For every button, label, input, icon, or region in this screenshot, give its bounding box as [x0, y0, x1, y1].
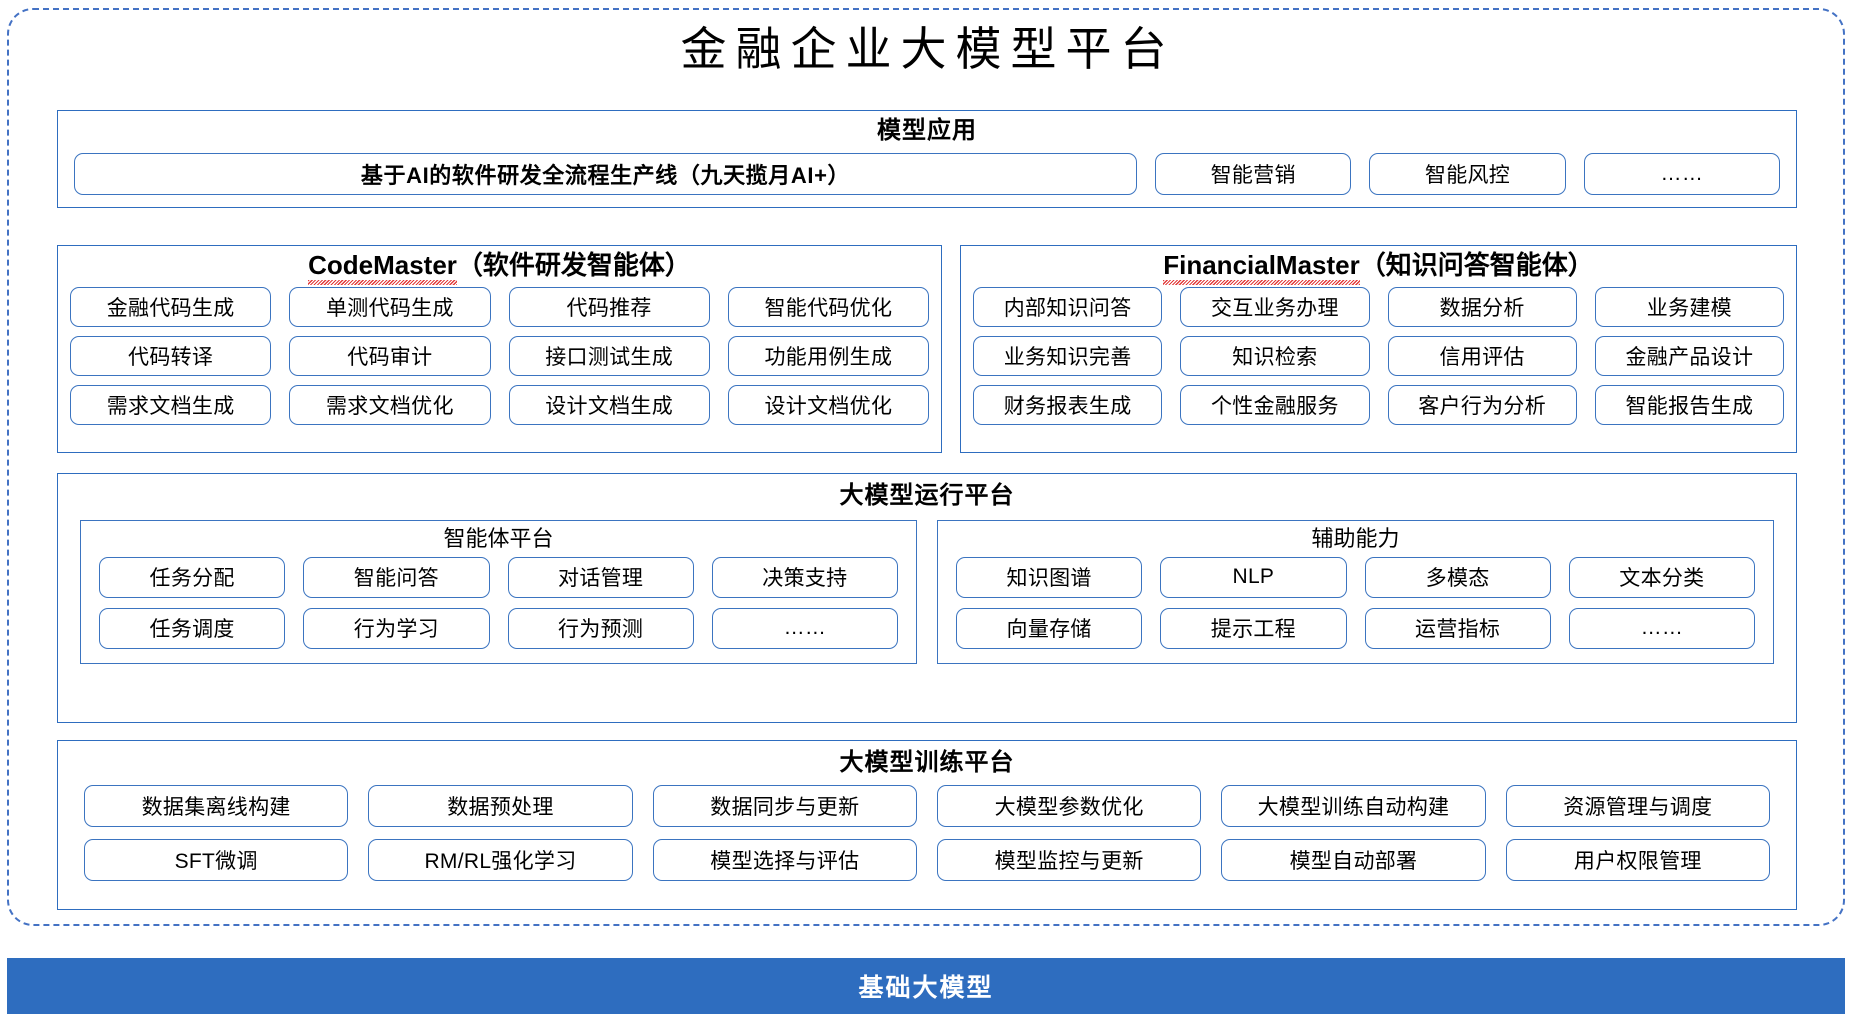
- code-master-item[interactable]: 智能代码优化: [727, 287, 929, 328]
- training-platform-item[interactable]: 数据同步与更新: [652, 784, 917, 827]
- financial-master-item[interactable]: 交互业务办理: [1180, 287, 1370, 328]
- auxiliary-capability-item[interactable]: 向量存储: [956, 607, 1143, 649]
- financial-master-item[interactable]: 信用评估: [1387, 336, 1577, 377]
- training-platform-item[interactable]: 数据预处理: [368, 784, 633, 827]
- agent-platform-item[interactable]: 行为学习: [303, 607, 490, 649]
- agent-platform-item[interactable]: 任务分配: [99, 556, 286, 598]
- training-platform-item[interactable]: 模型监控与更新: [936, 838, 1202, 881]
- app-item-ai-pipeline[interactable]: 基于AI的软件研发全流程生产线（九天揽月AI+）: [74, 152, 1137, 195]
- financial-master-row: 内部知识问答 交互业务办理 数据分析 业务建模: [973, 287, 1784, 328]
- code-master-item[interactable]: 设计文档优化: [727, 385, 929, 426]
- section-training-platform: 大模型训练平台 数据集离线构建 数据预处理 数据同步与更新 大模型参数优化 大模…: [57, 740, 1797, 910]
- diagram-outer-frame: [7, 8, 1845, 926]
- subsection-title-agent-platform: 智能体平台: [443, 525, 554, 551]
- app-item-smart-marketing[interactable]: 智能营销: [1155, 152, 1352, 195]
- code-master-grid: 金融代码生成 单测代码生成 代码推荐 智能代码优化 代码转译 代码审计 接口测试…: [70, 287, 929, 426]
- auxiliary-capability-item[interactable]: NLP: [1160, 556, 1347, 598]
- app-item-more[interactable]: ……: [1583, 152, 1780, 195]
- agent-platform-item[interactable]: 任务调度: [99, 607, 286, 649]
- financial-master-name-misspelled: FinancialMaster: [1163, 250, 1360, 286]
- code-master-name-misspelled: CodeMaster: [308, 250, 457, 286]
- financial-master-item[interactable]: 业务知识完善: [973, 336, 1163, 377]
- code-master-suffix: （软件研发智能体）: [456, 250, 691, 280]
- section-model-application: 模型应用 基于AI的软件研发全流程生产线（九天揽月AI+） 智能营销 智能风控 …: [57, 110, 1797, 208]
- app-item-smart-risk-control[interactable]: 智能风控: [1369, 152, 1566, 195]
- section-title-runtime-platform: 大模型运行平台: [839, 482, 1015, 509]
- financial-master-grid: 内部知识问答 交互业务办理 数据分析 业务建模 业务知识完善 知识检索 信用评估…: [973, 287, 1784, 426]
- auxiliary-capability-row: 知识图谱 NLP 多模态 文本分类: [956, 556, 1755, 598]
- section-title-model-application: 模型应用: [877, 117, 977, 144]
- section-runtime-platform: 大模型运行平台 智能体平台 任务分配 智能问答 对话管理 决策支持 任务调度 行…: [57, 473, 1797, 723]
- model-application-items: 基于AI的软件研发全流程生产线（九天揽月AI+） 智能营销 智能风控 ……: [74, 152, 1780, 195]
- spellcheck-squiggle-icon: [1163, 280, 1360, 286]
- training-platform-item[interactable]: 用户权限管理: [1505, 838, 1770, 881]
- training-platform-item[interactable]: SFT微调: [84, 838, 349, 881]
- agent-platform-item[interactable]: 决策支持: [711, 556, 898, 598]
- financial-master-item[interactable]: 内部知识问答: [973, 287, 1163, 328]
- training-platform-grid: 数据集离线构建 数据预处理 数据同步与更新 大模型参数优化 大模型训练自动构建 …: [84, 784, 1770, 881]
- training-platform-row: SFT微调 RM/RL强化学习 模型选择与评估 模型监控与更新 模型自动部署 用…: [84, 838, 1770, 881]
- auxiliary-capability-item[interactable]: 提示工程: [1160, 607, 1347, 649]
- code-master-row: 需求文档生成 需求文档优化 设计文档生成 设计文档优化: [70, 385, 929, 426]
- training-platform-item[interactable]: 资源管理与调度: [1505, 784, 1770, 827]
- code-master-item[interactable]: 需求文档生成: [70, 385, 272, 426]
- code-master-item[interactable]: 代码转译: [70, 336, 272, 377]
- financial-master-row: 业务知识完善 知识检索 信用评估 金融产品设计: [973, 336, 1784, 377]
- financial-master-suffix: （知识问答智能体）: [1359, 250, 1594, 280]
- financial-master-row: 财务报表生成 个性金融服务 客户行为分析 智能报告生成: [973, 385, 1784, 426]
- agent-platform-grid: 任务分配 智能问答 对话管理 决策支持 任务调度 行为学习 行为预测 ……: [99, 556, 898, 649]
- code-master-item[interactable]: 功能用例生成: [727, 336, 929, 377]
- spellcheck-squiggle-icon: [308, 280, 457, 286]
- subsection-auxiliary-capability: 辅助能力 知识图谱 NLP 多模态 文本分类 向量存储 提示工程 运营指标 ……: [937, 519, 1774, 664]
- code-master-item[interactable]: 接口测试生成: [508, 336, 710, 377]
- code-master-item[interactable]: 金融代码生成: [70, 287, 272, 328]
- code-master-row: 代码转译 代码审计 接口测试生成 功能用例生成: [70, 336, 929, 377]
- subsection-agent-platform: 智能体平台 任务分配 智能问答 对话管理 决策支持 任务调度 行为学习 行为预测…: [80, 519, 917, 664]
- training-platform-item[interactable]: RM/RL强化学习: [368, 838, 633, 881]
- agent-platform-item[interactable]: 智能问答: [303, 556, 490, 598]
- auxiliary-capability-item[interactable]: 运营指标: [1364, 607, 1551, 649]
- auxiliary-capability-item-more[interactable]: ……: [1568, 607, 1755, 649]
- training-platform-item[interactable]: 模型自动部署: [1221, 838, 1486, 881]
- training-platform-item[interactable]: 大模型参数优化: [936, 784, 1202, 827]
- section-financial-master: FinancialMaster（知识问答智能体） 内部知识问答 交互业务办理 数…: [960, 245, 1797, 453]
- agent-platform-row: 任务分配 智能问答 对话管理 决策支持: [99, 556, 898, 598]
- base-model-bar: 基础大模型: [7, 958, 1845, 1014]
- code-master-row: 金融代码生成 单测代码生成 代码推荐 智能代码优化: [70, 287, 929, 328]
- financial-master-item[interactable]: 业务建模: [1594, 287, 1784, 328]
- auxiliary-capability-item[interactable]: 知识图谱: [956, 556, 1143, 598]
- code-master-item[interactable]: 代码审计: [289, 336, 491, 377]
- auxiliary-capability-row: 向量存储 提示工程 运营指标 ……: [956, 607, 1755, 649]
- financial-master-item[interactable]: 财务报表生成: [973, 385, 1163, 426]
- training-platform-item[interactable]: 大模型训练自动构建: [1221, 784, 1486, 827]
- code-master-item[interactable]: 单测代码生成: [289, 287, 491, 328]
- page-title: 金融企业大模型平台: [680, 24, 1176, 75]
- agent-title-code-master: CodeMaster（软件研发智能体）: [58, 250, 941, 286]
- section-title-training-platform: 大模型训练平台: [839, 749, 1015, 776]
- code-master-item[interactable]: 设计文档生成: [508, 385, 710, 426]
- runtime-columns: 智能体平台 任务分配 智能问答 对话管理 决策支持 任务调度 行为学习 行为预测…: [80, 519, 1774, 664]
- agent-title-financial-master: FinancialMaster（知识问答智能体）: [961, 250, 1796, 286]
- code-master-item[interactable]: 需求文档优化: [289, 385, 491, 426]
- base-model-label: 基础大模型: [858, 974, 994, 1002]
- financial-master-item[interactable]: 知识检索: [1180, 336, 1370, 377]
- financial-master-item[interactable]: 智能报告生成: [1594, 385, 1784, 426]
- agent-platform-item-more[interactable]: ……: [711, 607, 898, 649]
- section-code-master: CodeMaster（软件研发智能体） 金融代码生成 单测代码生成 代码推荐 智…: [57, 245, 942, 453]
- training-platform-item[interactable]: 数据集离线构建: [84, 784, 349, 827]
- auxiliary-capability-item[interactable]: 文本分类: [1568, 556, 1755, 598]
- agent-platform-item[interactable]: 对话管理: [507, 556, 694, 598]
- financial-master-item[interactable]: 个性金融服务: [1180, 385, 1370, 426]
- code-master-item[interactable]: 代码推荐: [508, 287, 710, 328]
- financial-master-item[interactable]: 数据分析: [1387, 287, 1577, 328]
- training-platform-row: 数据集离线构建 数据预处理 数据同步与更新 大模型参数优化 大模型训练自动构建 …: [84, 784, 1770, 827]
- agent-platform-item[interactable]: 行为预测: [507, 607, 694, 649]
- agent-platform-row: 任务调度 行为学习 行为预测 ……: [99, 607, 898, 649]
- financial-master-item[interactable]: 客户行为分析: [1387, 385, 1577, 426]
- financial-master-item[interactable]: 金融产品设计: [1594, 336, 1784, 377]
- subsection-title-auxiliary-capability: 辅助能力: [1311, 525, 1400, 551]
- training-platform-item[interactable]: 模型选择与评估: [652, 838, 917, 881]
- auxiliary-capability-grid: 知识图谱 NLP 多模态 文本分类 向量存储 提示工程 运营指标 ……: [956, 556, 1755, 649]
- auxiliary-capability-item[interactable]: 多模态: [1364, 556, 1551, 598]
